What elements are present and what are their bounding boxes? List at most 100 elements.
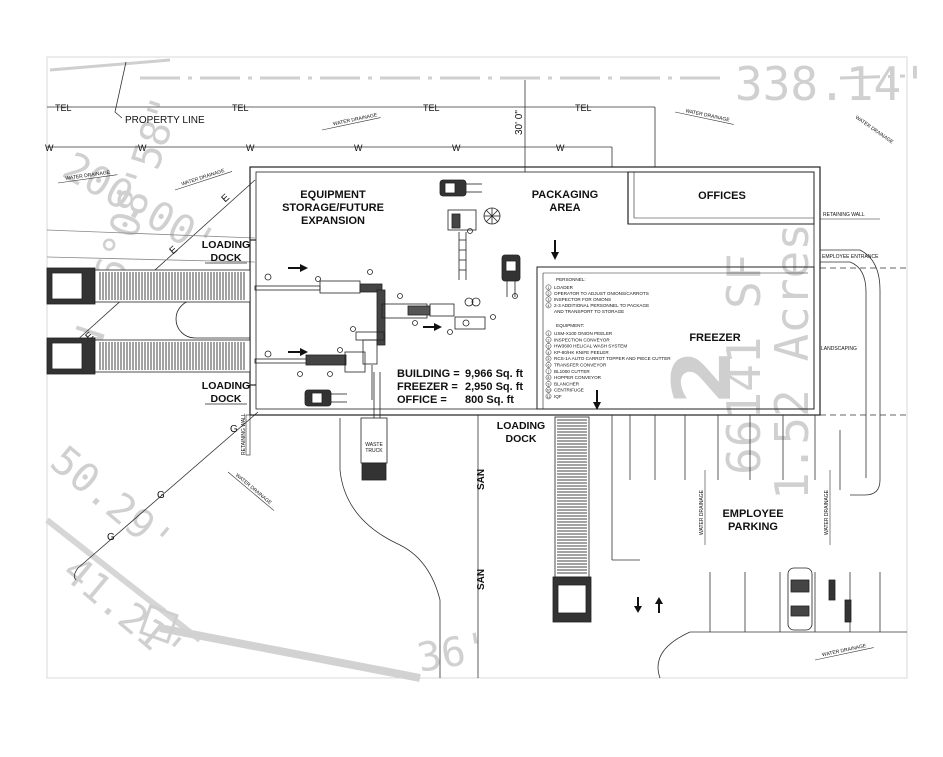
legend-equipment-item: IQF: [554, 394, 562, 399]
area-value-freezer: 2,950 Sq. ft: [465, 381, 523, 393]
svg-text:TEL: TEL: [423, 103, 440, 113]
legend-number-text: 2: [548, 292, 550, 296]
employee-entrance-label: EMPLOYEE ENTRANCE: [822, 254, 879, 260]
area-label-building: BUILDING =: [397, 368, 460, 380]
legend-number: [545, 380, 552, 387]
offices-label: OFFICES: [698, 190, 746, 202]
legend-number: [545, 393, 552, 400]
retaining-wall-label-right: RETAINING WALL: [823, 212, 865, 218]
truck-top: [46, 267, 251, 305]
loading-dock-label-bottom: LOADING: [202, 380, 250, 392]
svg-text:STORAGE/FUTURE: STORAGE/FUTURE: [282, 202, 384, 214]
legend-number-text: 1: [548, 286, 550, 290]
legend-equipment-item: CENTRIFUGE: [554, 388, 584, 393]
flow-arrows: [288, 240, 663, 613]
legend-number: [545, 343, 552, 349]
svg-text:SAN: SAN: [476, 569, 487, 590]
legend-number-text: 1: [548, 332, 550, 336]
bearing-text: 338.14': [735, 57, 929, 111]
legend-equipment-title: EQUIPMENT:: [556, 323, 584, 328]
svg-text:W: W: [138, 143, 147, 153]
loading-dock-label-top: LOADING: [202, 239, 250, 251]
sf-text: 66141 SF: [717, 253, 771, 475]
area-value-office: 800 Sq. ft: [465, 394, 514, 406]
svg-text:DOCK: DOCK: [211, 393, 242, 405]
inclined-conveyor: [447, 207, 501, 280]
legend-personnel-title: PERSONNEL:: [556, 277, 586, 282]
property-line-label: PROPERTY LINE: [125, 115, 205, 126]
legend-personnel-item: INSPECTOR FOR ONIONS: [554, 297, 611, 302]
legend-number-text: 6: [548, 364, 550, 368]
legend-number-text: 3: [548, 298, 550, 302]
freezer-room: [536, 266, 815, 410]
legend-number: [545, 296, 552, 303]
svg-text:WATER DRAINAGE: WATER DRAINAGE: [699, 489, 705, 535]
area-label-freezer: FREEZER =: [397, 381, 458, 393]
svg-text:TRUCK: TRUCK: [365, 448, 383, 454]
legend-number: [545, 336, 552, 343]
legend-number-text: 5: [548, 357, 550, 361]
svg-text:W: W: [354, 143, 363, 153]
svg-text:PARKING: PARKING: [728, 521, 778, 533]
waste-truck-label: WASTE: [365, 442, 383, 448]
area-summary: BUILDING = 9,966 Sq. ft FREEZER = 2,950 …: [397, 368, 523, 406]
legend-personnel-item: OPERATOR TO ADJUST ONIONS/CARROTS: [554, 291, 649, 296]
utility-labels: TEL TEL TEL TEL W W W W W W PROPERTY LIN…: [45, 103, 592, 590]
forklift-bottom: [304, 389, 347, 407]
lot-number: 2: [656, 349, 749, 405]
legend-equipment-item: HW3600 HELICAL WASH SYSTEM: [554, 344, 627, 349]
svg-text:TEL: TEL: [232, 103, 249, 113]
legend-number: [545, 387, 552, 393]
equipment-storage-label: EQUIPMENT: [300, 189, 366, 201]
process-equipment: [254, 228, 518, 418]
legend-equipment-item: KP-80/HK KNIFE PEELER: [554, 350, 609, 355]
legend: PERSONNEL: 1 LOADER 2 OPERATOR TO ADJUST ONI…: [545, 277, 671, 400]
legend-number-text: 9: [548, 382, 550, 386]
legend-number: [545, 374, 552, 381]
svg-text:AREA: AREA: [549, 202, 580, 214]
legend-number-text: 10: [547, 389, 551, 393]
area-label-office: OFFICE =: [397, 394, 447, 406]
svg-text:DOCK: DOCK: [211, 252, 242, 264]
legend-number: [545, 330, 552, 337]
room-labels: EQUIPMENT STORAGE/FUTURE EXPANSION PACKA…: [202, 189, 880, 533]
legend-number-text: 4: [548, 351, 550, 355]
legend-number: [545, 355, 552, 362]
legend-personnel-item: AND TRANSPORT TO STORAGE: [554, 309, 624, 314]
truck-bottom: [46, 337, 251, 375]
legend-equipment-item: BLANCHER: [554, 381, 580, 386]
legend-number-text: 4: [548, 304, 550, 308]
parked-car: [787, 567, 813, 631]
legend-number: [545, 290, 552, 297]
freezer-label: FREEZER: [689, 332, 740, 344]
legend-number: [545, 284, 552, 291]
legend-equipment-item: TRANSFER CONVEYOR: [554, 363, 607, 368]
truck-right: [552, 416, 592, 623]
forklifts: [304, 179, 521, 407]
legend-personnel-item: 2-3 ADDITIONAL PERSONNEL TO PACKAGE: [554, 303, 649, 308]
legend-number: [545, 362, 552, 368]
legend-number: [545, 368, 552, 375]
retaining-wall-label-left: RETAINING WALL: [241, 413, 247, 455]
legend-number: [545, 349, 552, 356]
svg-text:G: G: [157, 490, 165, 501]
svg-text:W: W: [45, 143, 54, 153]
legend-equipment-item: RCS-1A AUTO CARROT TOPPER AND PIECE CUTT…: [554, 356, 671, 361]
san-label: SAN: [476, 469, 487, 490]
svg-text:W: W: [246, 143, 255, 153]
forklift-top: [439, 179, 482, 197]
legend-number-text: 7: [548, 370, 550, 374]
legend-number-text: 2: [548, 338, 550, 342]
legend-number: [545, 302, 552, 309]
waste-truck: WASTE TRUCK: [360, 417, 388, 481]
legend-equipment-item: USM-X100 ONION PEELER: [554, 331, 613, 336]
legend-equipment-item: INSPECTION CONVEYOR: [554, 337, 610, 342]
svg-text:G: G: [107, 532, 115, 543]
person-icons: [828, 579, 852, 623]
acres-text: 1.52 Acres: [765, 223, 819, 500]
site-paving: [339, 249, 907, 679]
area-value-building: 9,966 Sq. ft: [465, 368, 523, 380]
legend-personnel-item: LOADER: [554, 285, 574, 290]
loading-dock-label-right: LOADING: [497, 420, 545, 432]
svg-text:TEL: TEL: [55, 103, 72, 113]
